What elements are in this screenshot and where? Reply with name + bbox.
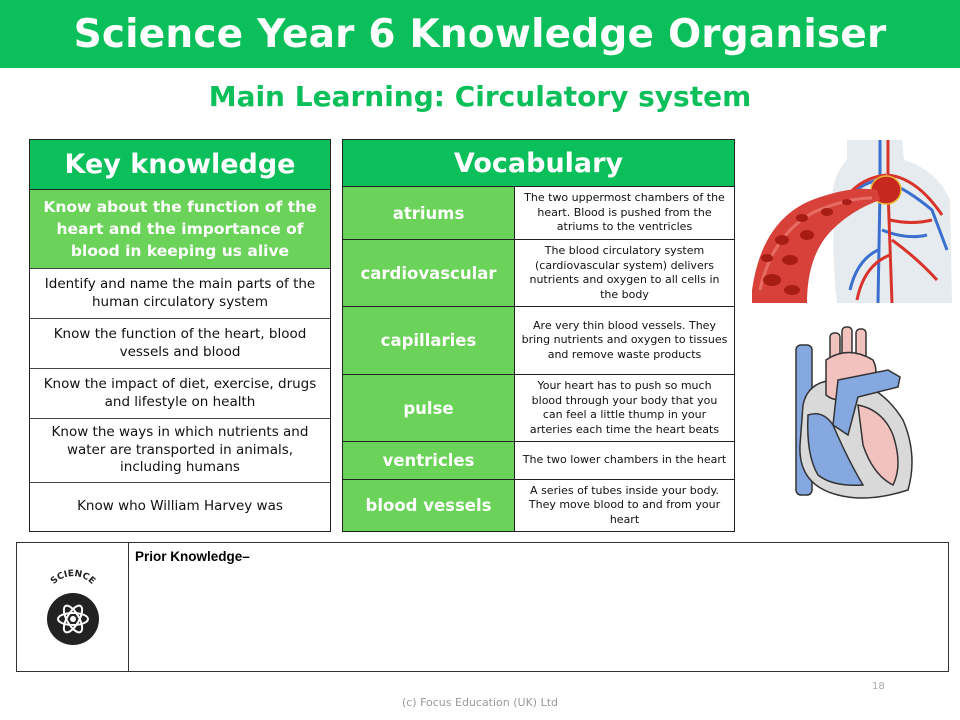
vocab-definition: The two uppermost chambers of the heart.… — [515, 187, 734, 239]
vocab-row: cardiovascular The blood circulatory sys… — [343, 240, 734, 307]
vocab-row: pulse Your heart has to push so much blo… — [343, 375, 734, 442]
key-knowledge-item: Know the impact of diet, exercise, drugs… — [30, 369, 330, 419]
prior-knowledge-box: SCIENCE Prior Knowledge– — [16, 542, 949, 672]
vocab-term: cardiovascular — [343, 240, 515, 306]
vocab-definition: The two lower chambers in the heart — [515, 442, 734, 479]
vocab-term: blood vessels — [343, 480, 515, 531]
vocab-term: ventricles — [343, 442, 515, 479]
vocab-row: capillaries Are very thin blood vessels.… — [343, 307, 734, 375]
vocab-definition: A series of tubes inside your body. They… — [515, 480, 734, 531]
prior-knowledge-label: Prior Knowledge– — [135, 549, 250, 564]
vocab-definition: Are very thin blood vessels. They bring … — [515, 307, 734, 374]
svg-text:SCIENCE: SCIENCE — [49, 569, 97, 587]
vocabulary-header: Vocabulary — [343, 140, 734, 187]
prior-knowledge-content: Prior Knowledge– — [129, 543, 948, 671]
page-number: 18 — [872, 681, 885, 692]
key-knowledge-item: Know the ways in which nutrients and wat… — [30, 419, 330, 483]
key-knowledge-item: Know who William Harvey was — [30, 483, 330, 531]
vocab-row: atriums The two uppermost chambers of th… — [343, 187, 734, 240]
key-knowledge-table: Key knowledge Know about the function of… — [29, 139, 331, 532]
key-knowledge-item: Know the function of the heart, blood ve… — [30, 319, 330, 369]
vocabulary-table: Vocabulary atriums The two uppermost cha… — [342, 139, 735, 532]
title-banner: Science Year 6 Knowledge Organiser — [0, 0, 960, 68]
vocab-definition: Your heart has to push so much blood thr… — [515, 375, 734, 441]
vocab-definition: The blood circulatory system (cardiovasc… — [515, 240, 734, 306]
key-knowledge-main-objective: Know about the function of the heart and… — [30, 190, 330, 269]
vocab-row: blood vessels A series of tubes inside y… — [343, 480, 734, 531]
page-title: Science Year 6 Knowledge Organiser — [73, 11, 887, 57]
main-learning-subtitle: Main Learning: Circulatory system — [208, 80, 752, 113]
copyright-footer: (c) Focus Education (UK) Ltd — [401, 696, 559, 709]
science-logo-cell: SCIENCE — [17, 543, 129, 671]
vocab-term: capillaries — [343, 307, 515, 374]
science-atom-icon: SCIENCE — [46, 569, 99, 645]
key-knowledge-item: Identify and name the main parts of the … — [30, 269, 330, 319]
vocab-term: pulse — [343, 375, 515, 441]
key-knowledge-header: Key knowledge — [30, 140, 330, 190]
circulatory-system-image — [752, 140, 952, 304]
heart-diagram-image — [778, 325, 928, 500]
vocab-row: ventricles The two lower chambers in the… — [343, 442, 734, 480]
vocab-term: atriums — [343, 187, 515, 239]
